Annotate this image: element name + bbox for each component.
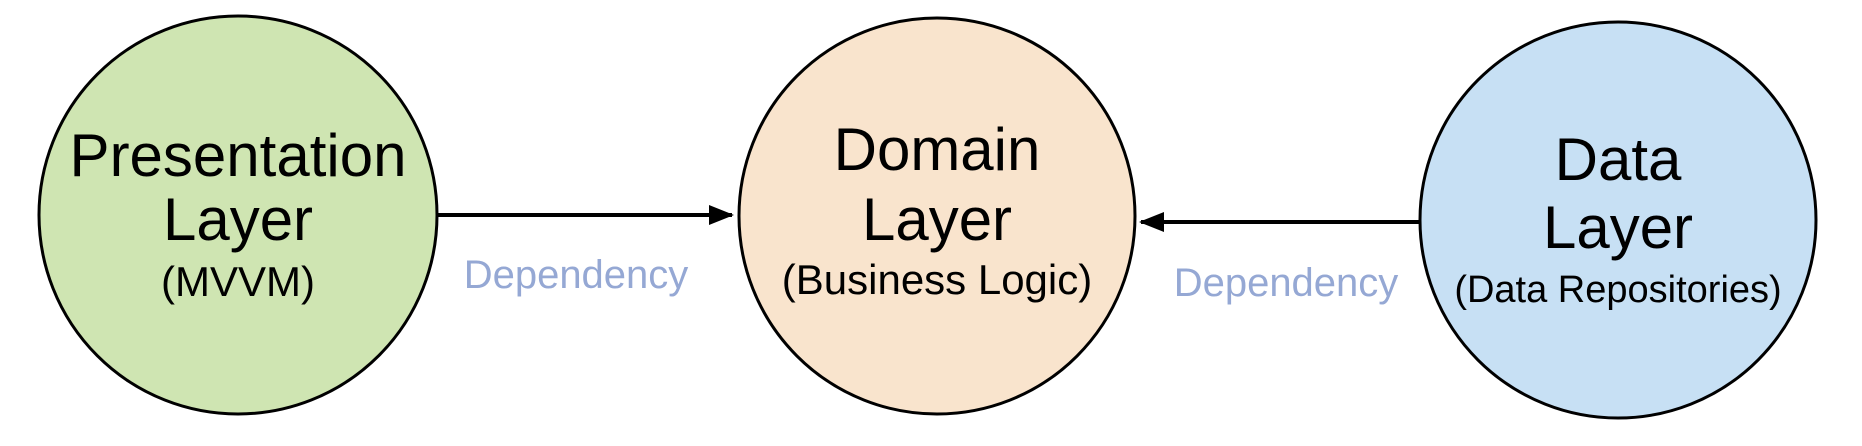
- domain-layer-title-line1: Domain: [834, 116, 1041, 183]
- data-layer-subtitle: (Data Repositories): [1454, 269, 1781, 311]
- data-layer-title-line2: Layer: [1543, 194, 1693, 261]
- edge-presentation-to-domain: Dependency: [437, 205, 734, 297]
- node-presentation-layer: Presentation Layer (MVVM): [37, 14, 439, 416]
- domain-layer-subtitle: (Business Logic): [782, 256, 1092, 303]
- data-layer-title-line1: Data: [1555, 126, 1682, 193]
- presentation-layer-title-line2: Layer: [163, 186, 313, 253]
- node-data-layer: Data Layer (Data Repositories): [1418, 20, 1818, 420]
- domain-layer-title-line2: Layer: [862, 186, 1012, 253]
- dependency-label-right: Dependency: [1174, 261, 1399, 305]
- dependency-label-left: Dependency: [464, 253, 689, 297]
- edge-data-to-domain: Dependency: [1139, 212, 1419, 305]
- presentation-layer-title-line1: Presentation: [70, 122, 407, 189]
- presentation-layer-subtitle: (MVVM): [161, 258, 315, 305]
- data-layer-circle: [1418, 20, 1818, 420]
- node-domain-layer: Domain Layer (Business Logic): [737, 16, 1137, 416]
- presentation-layer-circle: [37, 14, 439, 416]
- domain-layer-circle: [737, 16, 1137, 416]
